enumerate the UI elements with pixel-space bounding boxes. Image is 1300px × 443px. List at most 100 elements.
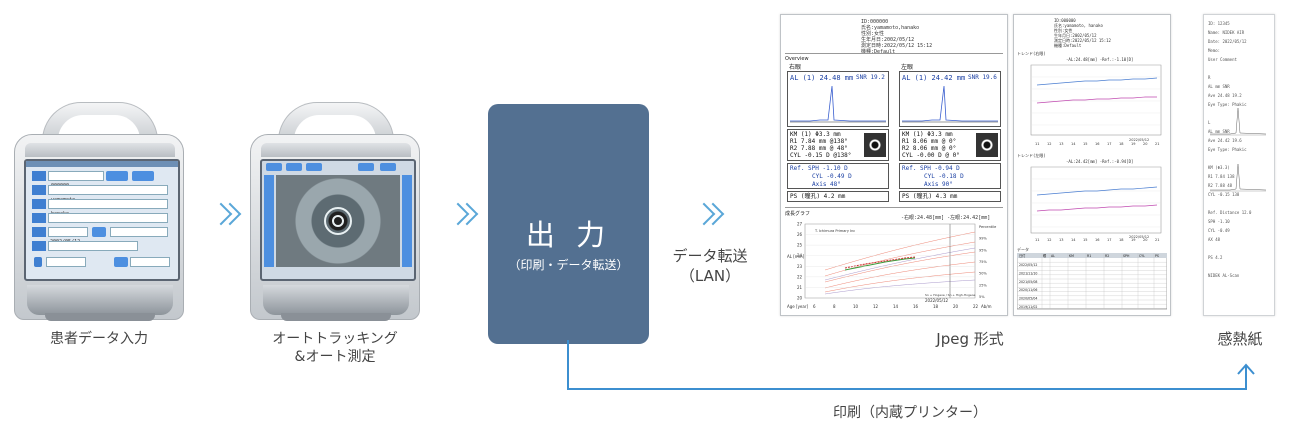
table-date-cell: 2021/11/10 — [1019, 271, 1037, 275]
thermal-line: AX 48 — [1208, 237, 1221, 242]
trend-x-tick: 19 — [1131, 142, 1135, 146]
growth-x-tick: 14 — [893, 304, 899, 309]
table-header-cell: CYL — [1139, 254, 1145, 258]
left-axis: Axis 90° — [924, 181, 953, 188]
left-r1: R1 8.06 mm @ 0° — [902, 138, 957, 145]
thermal-line: L — [1208, 120, 1211, 125]
trend-x-tick: 13 — [1059, 142, 1063, 146]
thermal-line — [1208, 262, 1272, 271]
right-ref-cyl: CYL -0.49 D — [812, 173, 852, 180]
device-brand-bar — [261, 143, 411, 157]
report-header: ID:000000 氏名:yamamoto,hanako 性別:女性 生年月日:… — [861, 19, 1001, 55]
caption-auto-tracking: オートトラッキング &オート測定 — [240, 330, 430, 366]
growth-percentile-label: Percentile — [979, 225, 996, 229]
growth-y-tick: 27 — [797, 222, 803, 227]
trend-x-tick: 18 — [1119, 238, 1123, 242]
device-auto-tracking — [250, 102, 420, 321]
device-screen-input-form: 000000 yamamoto hanako 2002/05/12 — [24, 159, 180, 281]
trend-x-tick: 20 — [1143, 238, 1147, 242]
output-subtitle: （印刷・データ転送） — [508, 258, 629, 272]
growth-x-tick: 16 — [913, 304, 919, 309]
trend-header-birth: 生年月日:2002/05/12 — [1054, 33, 1097, 38]
form-row-surname: yamamoto — [32, 185, 170, 203]
table-header-cell: AL — [1051, 254, 1055, 258]
trend-x-tick: 11 — [1035, 142, 1039, 146]
report-header-sex: 性別:女性 — [861, 31, 885, 37]
report-page-overview: ID:000000 氏名:yamamoto,hanako 性別:女性 生年月日:… — [780, 14, 1008, 316]
trend-x-tick: 12 — [1047, 142, 1051, 146]
tracking-ring-icon — [324, 207, 352, 235]
thermal-line: Eye Type: Phakic — [1208, 147, 1247, 152]
trend-header: ID:000000 氏名:yamamoto, hanako 性別:女性 生年月日… — [1054, 18, 1111, 48]
left-sph: Ref. SPH -0.94 D — [902, 165, 960, 172]
caption-jpeg-format: Jpeg 形式 — [936, 330, 1004, 348]
growth-x-tick: 22 — [973, 304, 979, 309]
right-kvalues: KM (1) Φ3.3 mm R1 7.84 mm @138° R2 7.88 … — [790, 131, 851, 159]
form-row-blank — [32, 213, 170, 223]
right-snr-value: SNR 19.2 — [856, 74, 885, 81]
trend-x-tick: 21 — [1155, 238, 1159, 242]
growth-x-tick: 12 — [873, 304, 879, 309]
growth-y-tick: 24 — [797, 253, 803, 258]
thermal-line: Name: NIDEK AIR — [1208, 30, 1245, 35]
caption-transfer-line1: データ転送 — [672, 247, 748, 265]
table-header-cell: 日付 — [1019, 253, 1026, 258]
trend-chart1-label: トレンド(右眼) — [1017, 51, 1046, 56]
thermal-line: PS 4.2 — [1208, 255, 1223, 260]
trend-x-tick: 14 — [1071, 142, 1076, 146]
form-row-id: 000000 — [32, 171, 170, 189]
device-body — [250, 134, 420, 321]
table-header-cell: 眼 — [1043, 254, 1047, 258]
print-connector-arrow — [567, 340, 1255, 390]
left-al-panel: AL (1) 24.42 mm SNR 19.6 — [899, 71, 1001, 127]
trend-x-tick: 21 — [1155, 142, 1159, 146]
left-al-value: AL (1) 24.42 mm — [902, 74, 966, 82]
right-keratometry-panel: KM (1) Φ3.3 mm R1 7.84 mm @138° R2 7.88 … — [787, 129, 889, 161]
left-eye-label: 左眼 — [901, 64, 914, 71]
trend-x-tick: 16 — [1095, 142, 1099, 146]
trend-x-tick: 16 — [1095, 238, 1099, 242]
trend-date-2: 2022/05/12 — [1129, 235, 1149, 239]
trend-x-tick: 20 — [1143, 142, 1147, 146]
growth-x-tick: 18 — [933, 304, 939, 309]
form-row-memo — [32, 241, 170, 251]
growth-y-tick: 20 — [797, 296, 803, 301]
trend-x-tick: 17 — [1107, 238, 1111, 242]
left-ps-panel: PS (瞳孔) 4.3 mm — [899, 191, 1001, 202]
growth-label: 成長グラフ — [785, 211, 811, 217]
table-date-cell: 2019/11/02 — [1019, 305, 1037, 309]
left-snr-value: SNR 19.6 — [968, 74, 997, 81]
report-header-date: 測定日時:2022/05/12 15:12 — [861, 43, 933, 49]
left-refraction-panel: Ref. SPH -0.94 D CYL -0.18 D Axis 90° — [899, 163, 1001, 189]
caption-tracking-line2: &オート測定 — [294, 349, 376, 365]
trend-x-tick: 15 — [1083, 142, 1087, 146]
trend-chart1-legend: -AL:24.48[mm] -Ref.:-1.10[D] — [1066, 57, 1134, 62]
growth-legend: -右眼:24.48[mm] -左眼:24.42[mm] — [901, 215, 991, 221]
thermal-line: NIDEK AL-Scan — [1208, 273, 1240, 278]
right-axis: Axis 48° — [812, 181, 841, 188]
report-page-trend: ID:000000 氏名:yamamoto, hanako 性別:女性 生年月日… — [1013, 14, 1171, 316]
table-date-cell: 2022/05/12 — [1019, 263, 1037, 267]
caption-thermal-paper: 感熱紙 — [1217, 330, 1263, 348]
trend-date-1: 2022/05/12 — [1129, 138, 1149, 142]
right-km: KM (1) Φ3.3 mm — [790, 131, 841, 138]
report-header-name: 氏名:yamamoto,hanako — [861, 25, 920, 31]
output-box: 出 力 （印刷・データ転送） — [488, 104, 649, 344]
left-ref-cyl: CYL -0.18 D — [924, 173, 964, 180]
growth-y-tick: 22 — [797, 274, 803, 279]
thermal-line: CYL -0.49 — [1208, 228, 1230, 233]
trend-x-tick: 15 — [1083, 238, 1087, 242]
growth-x-label: Age [year] — [787, 304, 808, 309]
table-header-cell: R1 — [1087, 254, 1091, 258]
arrow-up-icon — [1237, 363, 1255, 375]
trend-x-tick: 17 — [1107, 142, 1111, 146]
right-r2: R2 7.88 mm @ 48° — [790, 145, 848, 152]
thermal-line: AL mm SNR — [1208, 84, 1230, 89]
growth-y-tick: 26 — [797, 232, 803, 237]
growth-y-tick: 21 — [797, 285, 803, 290]
